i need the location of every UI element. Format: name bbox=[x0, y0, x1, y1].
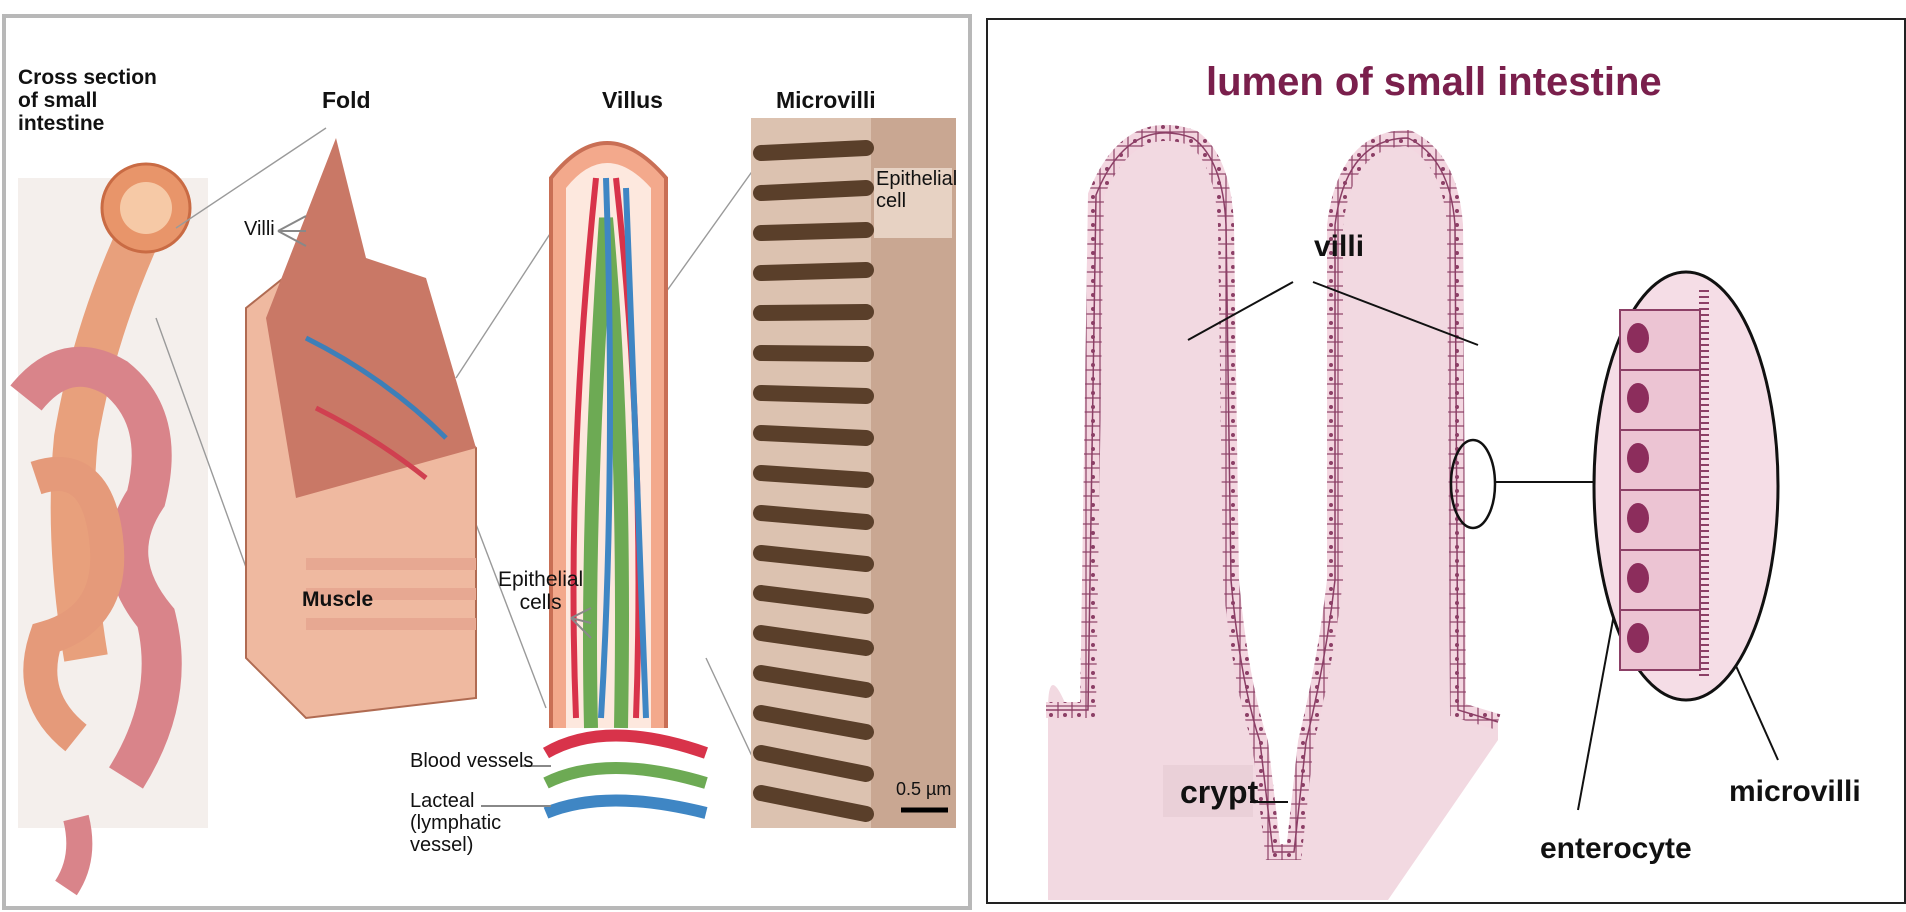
left-diagram-panel: Cross section of small intestine Fold Vi… bbox=[2, 14, 972, 910]
right-diagram-panel: lumen of small intestine villi crypt mic… bbox=[986, 18, 1906, 904]
cross-section-label: Cross section of small intestine bbox=[18, 66, 157, 135]
villi-label: Villi bbox=[244, 218, 275, 240]
lacteal-label: Lacteal (lymphatic vessel) bbox=[410, 790, 501, 856]
microvilli-micrograph bbox=[751, 118, 956, 828]
epithelial-cell-label: Epithelial cell bbox=[876, 168, 957, 212]
villi-crypt-illustration bbox=[988, 20, 1904, 902]
diagram-title: lumen of small intestine bbox=[1206, 60, 1662, 104]
villus-illustration bbox=[546, 143, 706, 813]
enterocyte-label: enterocyte bbox=[1540, 832, 1692, 865]
enterocyte-enlarged-view bbox=[1594, 272, 1778, 700]
villi-label: villi bbox=[1314, 230, 1364, 263]
muscle-label: Muscle bbox=[302, 588, 373, 611]
fold-label: Fold bbox=[322, 88, 371, 113]
blood-vessels-label: Blood vessels bbox=[410, 750, 533, 772]
intestine-anatomy-illustration bbox=[6, 18, 968, 906]
crypt-label: crypt bbox=[1180, 775, 1258, 810]
microvilli-label: microvilli bbox=[1729, 775, 1861, 808]
villus-label: Villus bbox=[602, 88, 663, 113]
microvilli-label: Microvilli bbox=[776, 88, 876, 113]
epithelial-cells-label: Epithelial cells bbox=[498, 568, 583, 614]
fold-block bbox=[246, 138, 476, 718]
scale-label: 0.5 µm bbox=[896, 780, 951, 800]
